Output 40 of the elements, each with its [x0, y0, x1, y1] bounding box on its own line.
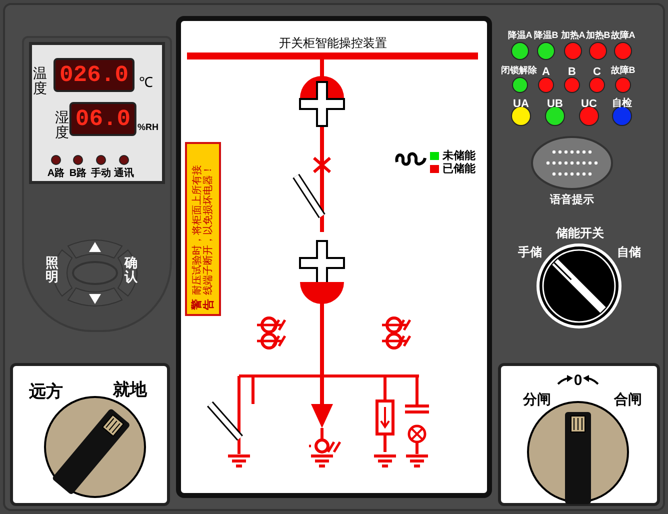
switch-position-label: 远方 [29, 381, 63, 403]
switch-position-label: 自储 [617, 244, 641, 261]
indicator-label: A [542, 65, 550, 80]
indicator-label: UB [547, 97, 563, 112]
switch-title: 储能开关 [556, 225, 604, 242]
indicator-label: 加热B [586, 29, 610, 42]
indicator-label: C [593, 65, 601, 80]
indicator-label: 降温B [534, 29, 558, 42]
legend-text: 已储能 [442, 162, 476, 177]
temperature-display: 026.0 [54, 58, 134, 92]
warning-heading: 警告 [190, 299, 216, 310]
button-label: 照明 [46, 256, 58, 285]
warning-text: 耐压试验时，将柜面上所有接线端子断开，以免损坏电器！ [192, 164, 214, 295]
switch-position-label: 分闸 [523, 390, 551, 409]
unit-text: %RH [138, 121, 158, 134]
panel-title: 开关柜智能操控装置 [279, 35, 387, 52]
indicator-label: 降温A [508, 29, 532, 42]
indicator-label: A路 [47, 166, 65, 181]
indicator-label: 故障A [610, 29, 636, 42]
unit-text: ℃ [139, 73, 153, 92]
indicator-label: 加热A [560, 29, 586, 42]
indicator-label: 通讯 [114, 166, 134, 181]
indicator-label: UC [581, 97, 597, 112]
indicator-label: B路 [69, 166, 87, 181]
indicator-label: 闭锁解除 [501, 64, 537, 77]
indicator-label: B [568, 65, 576, 80]
indicator-label: 自检 [612, 96, 632, 111]
side-text: 温度 [33, 66, 47, 97]
indicator-label: 手动 [91, 166, 111, 181]
speaker-label: 语音提示 [550, 192, 594, 208]
switch-position-label: 合闸 [614, 390, 642, 409]
legend-text: 未储能 [442, 148, 476, 162]
humidity-display: 06.0 [69, 102, 137, 136]
side-text: 湿度 [55, 110, 69, 141]
switch-position-label: 就地 [113, 379, 147, 401]
button-label: 确认 [124, 256, 138, 285]
indicator-label: 故障B [610, 64, 636, 77]
switch-position-label: 手储 [518, 244, 542, 261]
indicator-label: UA [513, 97, 529, 112]
switch-position-label: 0 [574, 371, 582, 391]
